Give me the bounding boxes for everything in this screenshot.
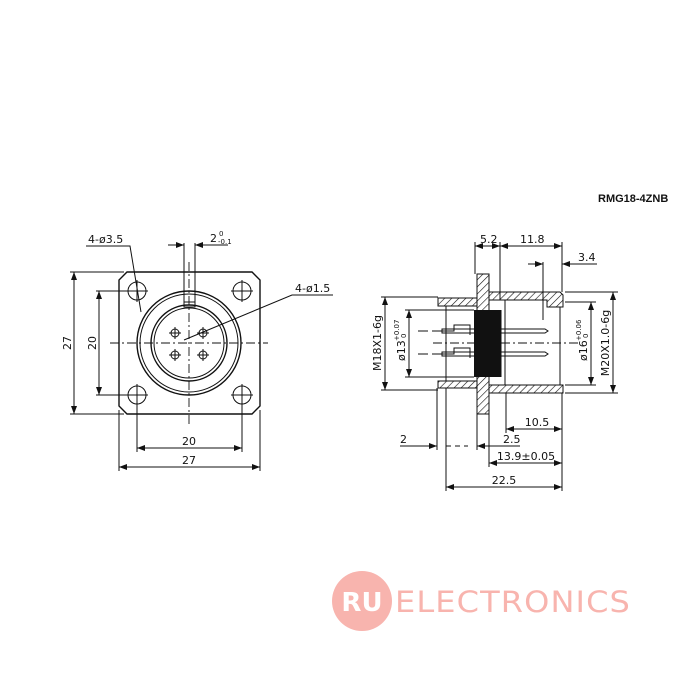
nut-wall-bottom <box>437 380 478 389</box>
pin-holes-label: 4-ø1.5 <box>295 282 330 295</box>
centerlines <box>110 262 268 425</box>
svg-text:0: 0 <box>582 334 590 338</box>
svg-text:-0.1: -0.1 <box>218 238 232 246</box>
svg-text:0: 0 <box>400 334 408 338</box>
svg-text:+0.07: +0.07 <box>393 320 401 341</box>
watermark-logo: RU ELECTRONICS <box>332 571 631 631</box>
body-wall-bottom <box>488 384 564 394</box>
side-view: 5.2 11.8 3.4 M18X1-6g ø13 +0.07 0 ø16 +0… <box>371 233 618 491</box>
mount-holes-label: 4-ø3.5 <box>88 233 123 246</box>
rear-dia-label: ø13 <box>395 340 408 361</box>
rear-thread-label: M18X1-6g <box>371 315 384 371</box>
logo-badge-text: RU <box>341 588 382 618</box>
part-number-title: RMG18-4ZNB <box>598 193 668 205</box>
pins-side <box>418 324 549 358</box>
height-outer-label: 27 <box>61 336 74 350</box>
flange-thk-label: 2.5 <box>503 433 521 446</box>
flange-dim-label: 5.2 <box>480 233 498 246</box>
svg-text:+0.06: +0.06 <box>575 319 583 341</box>
body-wall-top <box>488 291 564 308</box>
front-dia-label: ø16 <box>577 340 590 361</box>
front-view: 2 0 -0.1 4-ø3.5 4-ø1.5 27 20 20 27 <box>61 230 333 471</box>
svg-text:0: 0 <box>219 230 223 238</box>
lip-dim-label: 3.4 <box>578 251 596 264</box>
key-notch <box>183 301 196 308</box>
square-flange <box>118 271 261 415</box>
front-depth-label: 10.5 <box>525 416 550 429</box>
contact-pins <box>169 327 209 361</box>
logo-text: ELECTRONICS <box>395 585 631 619</box>
body-length-label: 13.9±0.05 <box>497 450 555 463</box>
nut-dim-label: 2 <box>400 433 407 446</box>
key-width-label: 2 <box>210 232 217 245</box>
insulator <box>474 310 501 377</box>
width-outer-label: 27 <box>182 454 196 467</box>
height-spacing-label: 20 <box>86 336 99 350</box>
nut-wall-top <box>437 297 478 307</box>
total-length-label: 22.5 <box>492 474 517 487</box>
front-thread-label: M20X1.0-6g <box>599 310 612 376</box>
logo-badge <box>332 571 392 631</box>
body-dim-label: 11.8 <box>520 233 545 246</box>
width-spacing-label: 20 <box>182 435 196 448</box>
